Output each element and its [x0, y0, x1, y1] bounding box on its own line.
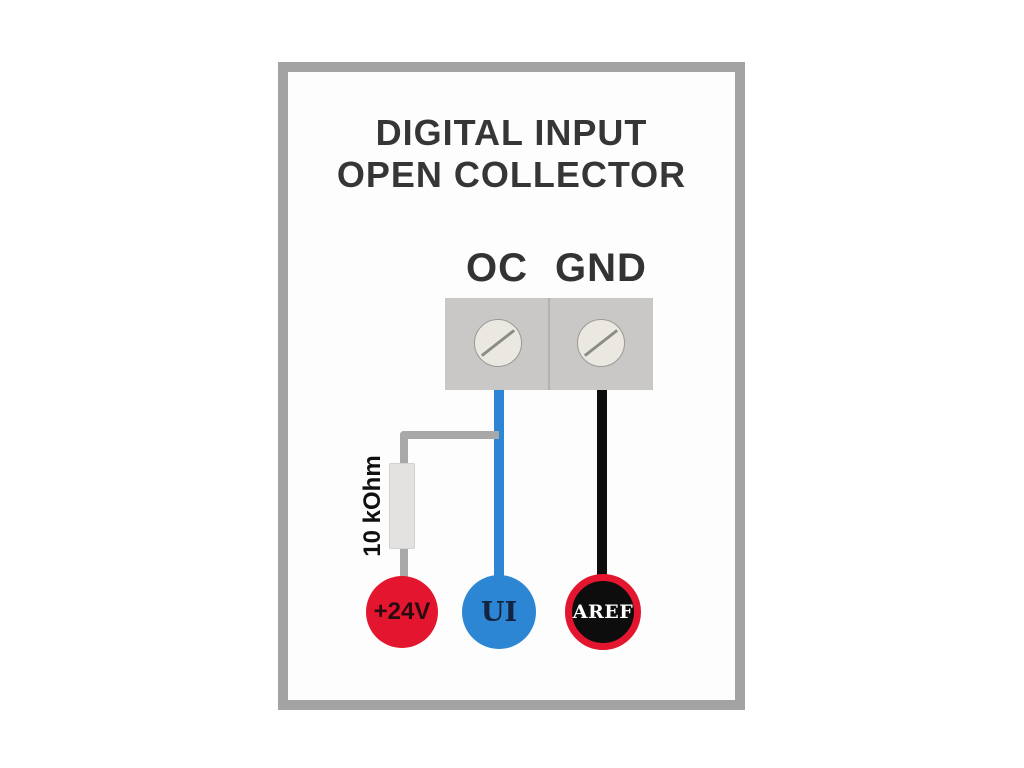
terminal-divider [548, 298, 550, 390]
diagram-title-line2: OPEN COLLECTOR [336, 153, 687, 195]
node-label-aref: AREF [572, 601, 634, 623]
screw-terminal-gnd-icon [577, 319, 625, 367]
terminal-node-24v: +24V [366, 576, 438, 648]
diagram-title-line1: DIGITAL INPUT [375, 112, 648, 153]
pullup-resistor [389, 463, 415, 549]
ui-input-wire [494, 388, 504, 614]
screw-terminal-oc-icon [474, 319, 522, 367]
terminal-node-aref: AREF [565, 574, 641, 650]
resistor-value-label: 10 kOhm [359, 455, 386, 557]
aref-ground-wire [597, 388, 607, 614]
terminal-label-gnd: GND [555, 246, 647, 290]
screw-slot-icon [480, 329, 516, 357]
terminal-block [445, 298, 653, 390]
pullup-wire-horizontal [400, 431, 499, 439]
terminal-label-oc: OC [466, 246, 528, 290]
terminal-node-ui: UI [462, 575, 536, 649]
screw-slot-icon [583, 329, 619, 357]
node-label-ui: UI [480, 596, 518, 628]
diagram-title: DIGITAL INPUT OPEN COLLECTOR [288, 112, 735, 196]
node-label-24v: +24V [373, 598, 431, 625]
